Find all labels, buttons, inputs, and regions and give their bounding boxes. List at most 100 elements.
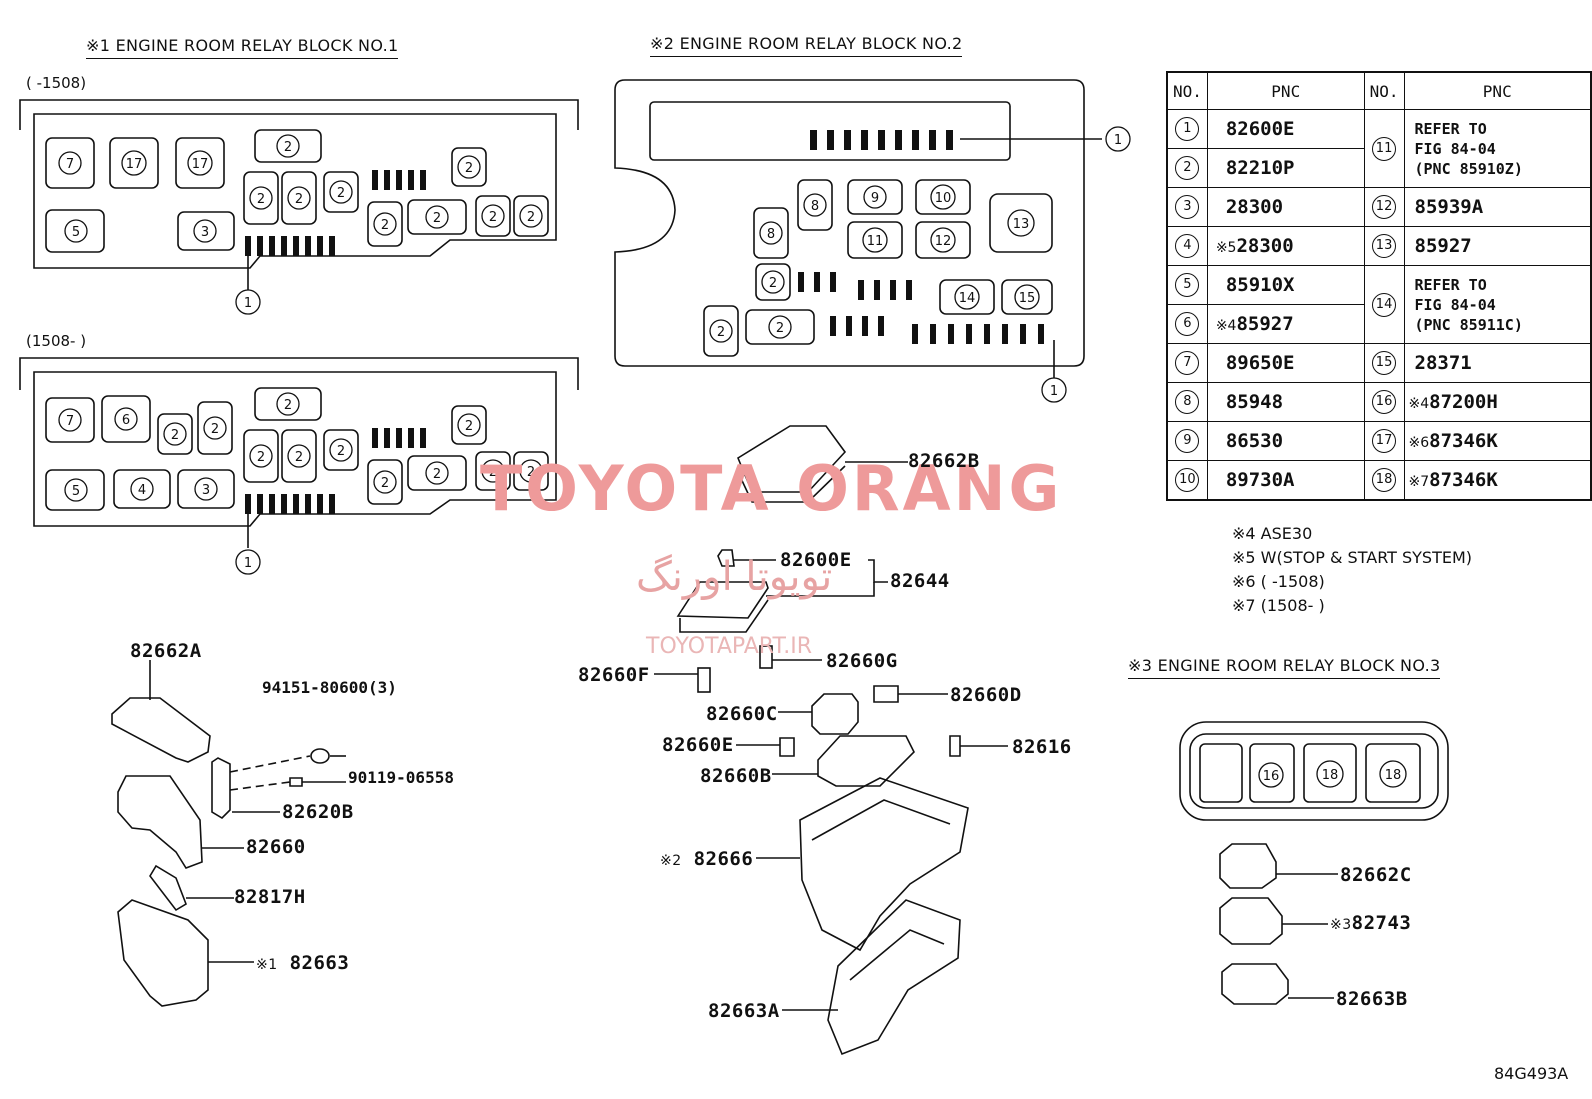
part-label-82660F: 82660F [578, 664, 650, 686]
part-label-82660E: 82660E [662, 734, 734, 756]
row-no: 2 [1175, 156, 1200, 180]
row-pnc: 85948 [1225, 391, 1284, 413]
row-no: 18 [1372, 468, 1397, 492]
note-6: ※6 ( -1508) [1232, 572, 1325, 591]
part-82644-sketch [654, 549, 888, 693]
note-7: ※7 (1508- ) [1232, 596, 1325, 615]
svg-text:2: 2 [295, 450, 303, 465]
part-number-82743: 82743 [1351, 912, 1412, 934]
table-row: 4 ※528300 13 85927 [1166, 226, 1592, 266]
row-mark: ※4 [1215, 318, 1237, 334]
part-82743-sketch [1219, 897, 1328, 945]
part-82620B-sketch [211, 748, 346, 820]
svg-text:5: 5 [72, 484, 80, 499]
svg-text:8: 8 [767, 227, 775, 242]
part-82662C-sketch [1219, 843, 1338, 889]
watermark-url: TOYOTAPART.IR [646, 634, 813, 659]
watermark-persian: تویوتا اورنگ [636, 554, 833, 600]
svg-text:10: 10 [935, 191, 952, 206]
part-82663B-sketch [1221, 963, 1334, 1005]
svg-text:7: 7 [66, 414, 74, 429]
block2-title: ※2 ENGINE ROOM RELAY BLOCK NO.2 [650, 34, 963, 57]
part-82663-sketch [117, 899, 254, 1007]
part-label-82666: ※2 82666 [660, 848, 753, 870]
part-82660C-D-E-sketch [736, 685, 1008, 757]
svg-text:16: 16 [1263, 769, 1280, 784]
svg-text:5: 5 [72, 225, 80, 240]
row-pnc: 85927 [1236, 313, 1294, 335]
row-pnc: 87346K [1429, 430, 1498, 452]
svg-text:1: 1 [244, 296, 252, 311]
part-label-82620B: 82620B [282, 801, 354, 823]
svg-text:7: 7 [66, 157, 74, 172]
svg-text:1: 1 [1050, 384, 1058, 399]
row-no: 12 [1372, 195, 1397, 219]
part-label-82660B: 82660B [700, 765, 772, 787]
svg-text:2: 2 [284, 398, 292, 413]
row-no: 15 [1372, 351, 1397, 375]
part-label-94151: 94151-80600(3) [262, 678, 397, 697]
svg-text:2: 2 [381, 476, 389, 491]
part-82666-sketch [756, 777, 969, 952]
row-ref-line: REFER TO [1414, 119, 1487, 138]
part-label-82663B: 82663B [1336, 988, 1408, 1010]
svg-text:3: 3 [201, 225, 209, 240]
row-mark: ※4 [1408, 396, 1430, 412]
part-82817H-sketch [149, 864, 234, 912]
part-number-82666: 82666 [693, 848, 754, 870]
row-no: 17 [1372, 429, 1397, 453]
row-pnc: 28300 [1225, 196, 1284, 218]
relay-block-3 [1179, 721, 1449, 821]
svg-text:2: 2 [433, 467, 441, 482]
row-ref-line: FIG 84-04 [1414, 295, 1496, 314]
svg-text:1: 1 [244, 556, 252, 571]
block1-range-bottom: (1508- ) [26, 332, 87, 350]
table-row: 10 89730A 18 ※787346K [1166, 460, 1592, 501]
svg-text:11: 11 [867, 234, 884, 249]
table-header-row: NO. PNC NO. PNC [1166, 71, 1592, 110]
part-label-82660C: 82660C [706, 703, 778, 725]
fuse-strips [245, 130, 1044, 514]
svg-text:2: 2 [465, 161, 473, 176]
part-label-82660: 82660 [246, 836, 306, 858]
svg-text:9: 9 [871, 191, 879, 206]
svg-text:4: 4 [138, 483, 146, 498]
svg-text:2: 2 [257, 192, 265, 207]
part-label-82644: 82644 [890, 570, 950, 592]
row-pnc: 85927 [1414, 235, 1472, 257]
part-82660-sketch [117, 775, 244, 869]
header-no: NO. [1166, 71, 1208, 110]
svg-text:6: 6 [122, 413, 130, 428]
row-ref-line: FIG 84-04 [1414, 139, 1496, 158]
row-pnc: 86530 [1225, 430, 1284, 452]
svg-text:14: 14 [959, 291, 976, 306]
relay-block-1-bottom [19, 357, 579, 548]
row-no: 1 [1175, 117, 1200, 141]
svg-text:13: 13 [1013, 217, 1030, 232]
row-no: 11 [1372, 136, 1397, 161]
part-label-82663A: 82663A [708, 1000, 780, 1022]
row-no: 10 [1175, 468, 1200, 492]
svg-text:8: 8 [811, 199, 819, 214]
svg-text:17: 17 [192, 157, 209, 172]
part-label-82662C: 82662C [1340, 864, 1412, 886]
table-row: 1 82600E 11 REFER TO FIG 84-04 (PNC 8591… [1166, 109, 1592, 188]
part-mark-82743: ※3 [1330, 917, 1352, 933]
table-row: 9 86530 17 ※687346K [1166, 421, 1592, 461]
svg-text:2: 2 [171, 428, 179, 443]
relay-block-1-top [19, 99, 579, 290]
part-label-82743: ※382743 [1330, 912, 1411, 934]
row-pnc: 87200H [1429, 391, 1498, 413]
svg-text:1: 1 [1114, 133, 1122, 148]
row-mark: ※5 [1215, 240, 1237, 256]
part-mark-82663: ※1 [256, 957, 278, 973]
note-4: ※4 ASE30 [1232, 524, 1313, 543]
svg-text:2: 2 [433, 211, 441, 226]
header-pnc-2: PNC [1403, 71, 1592, 110]
part-label-82662A: 82662A [130, 640, 202, 662]
part-mark-82666: ※2 [660, 853, 682, 869]
pnc-table: NO. PNC NO. PNC 1 82600E 11 REFER TO FIG… [1166, 71, 1592, 501]
svg-text:18: 18 [1385, 768, 1402, 783]
relay-block-2 [614, 79, 1102, 378]
